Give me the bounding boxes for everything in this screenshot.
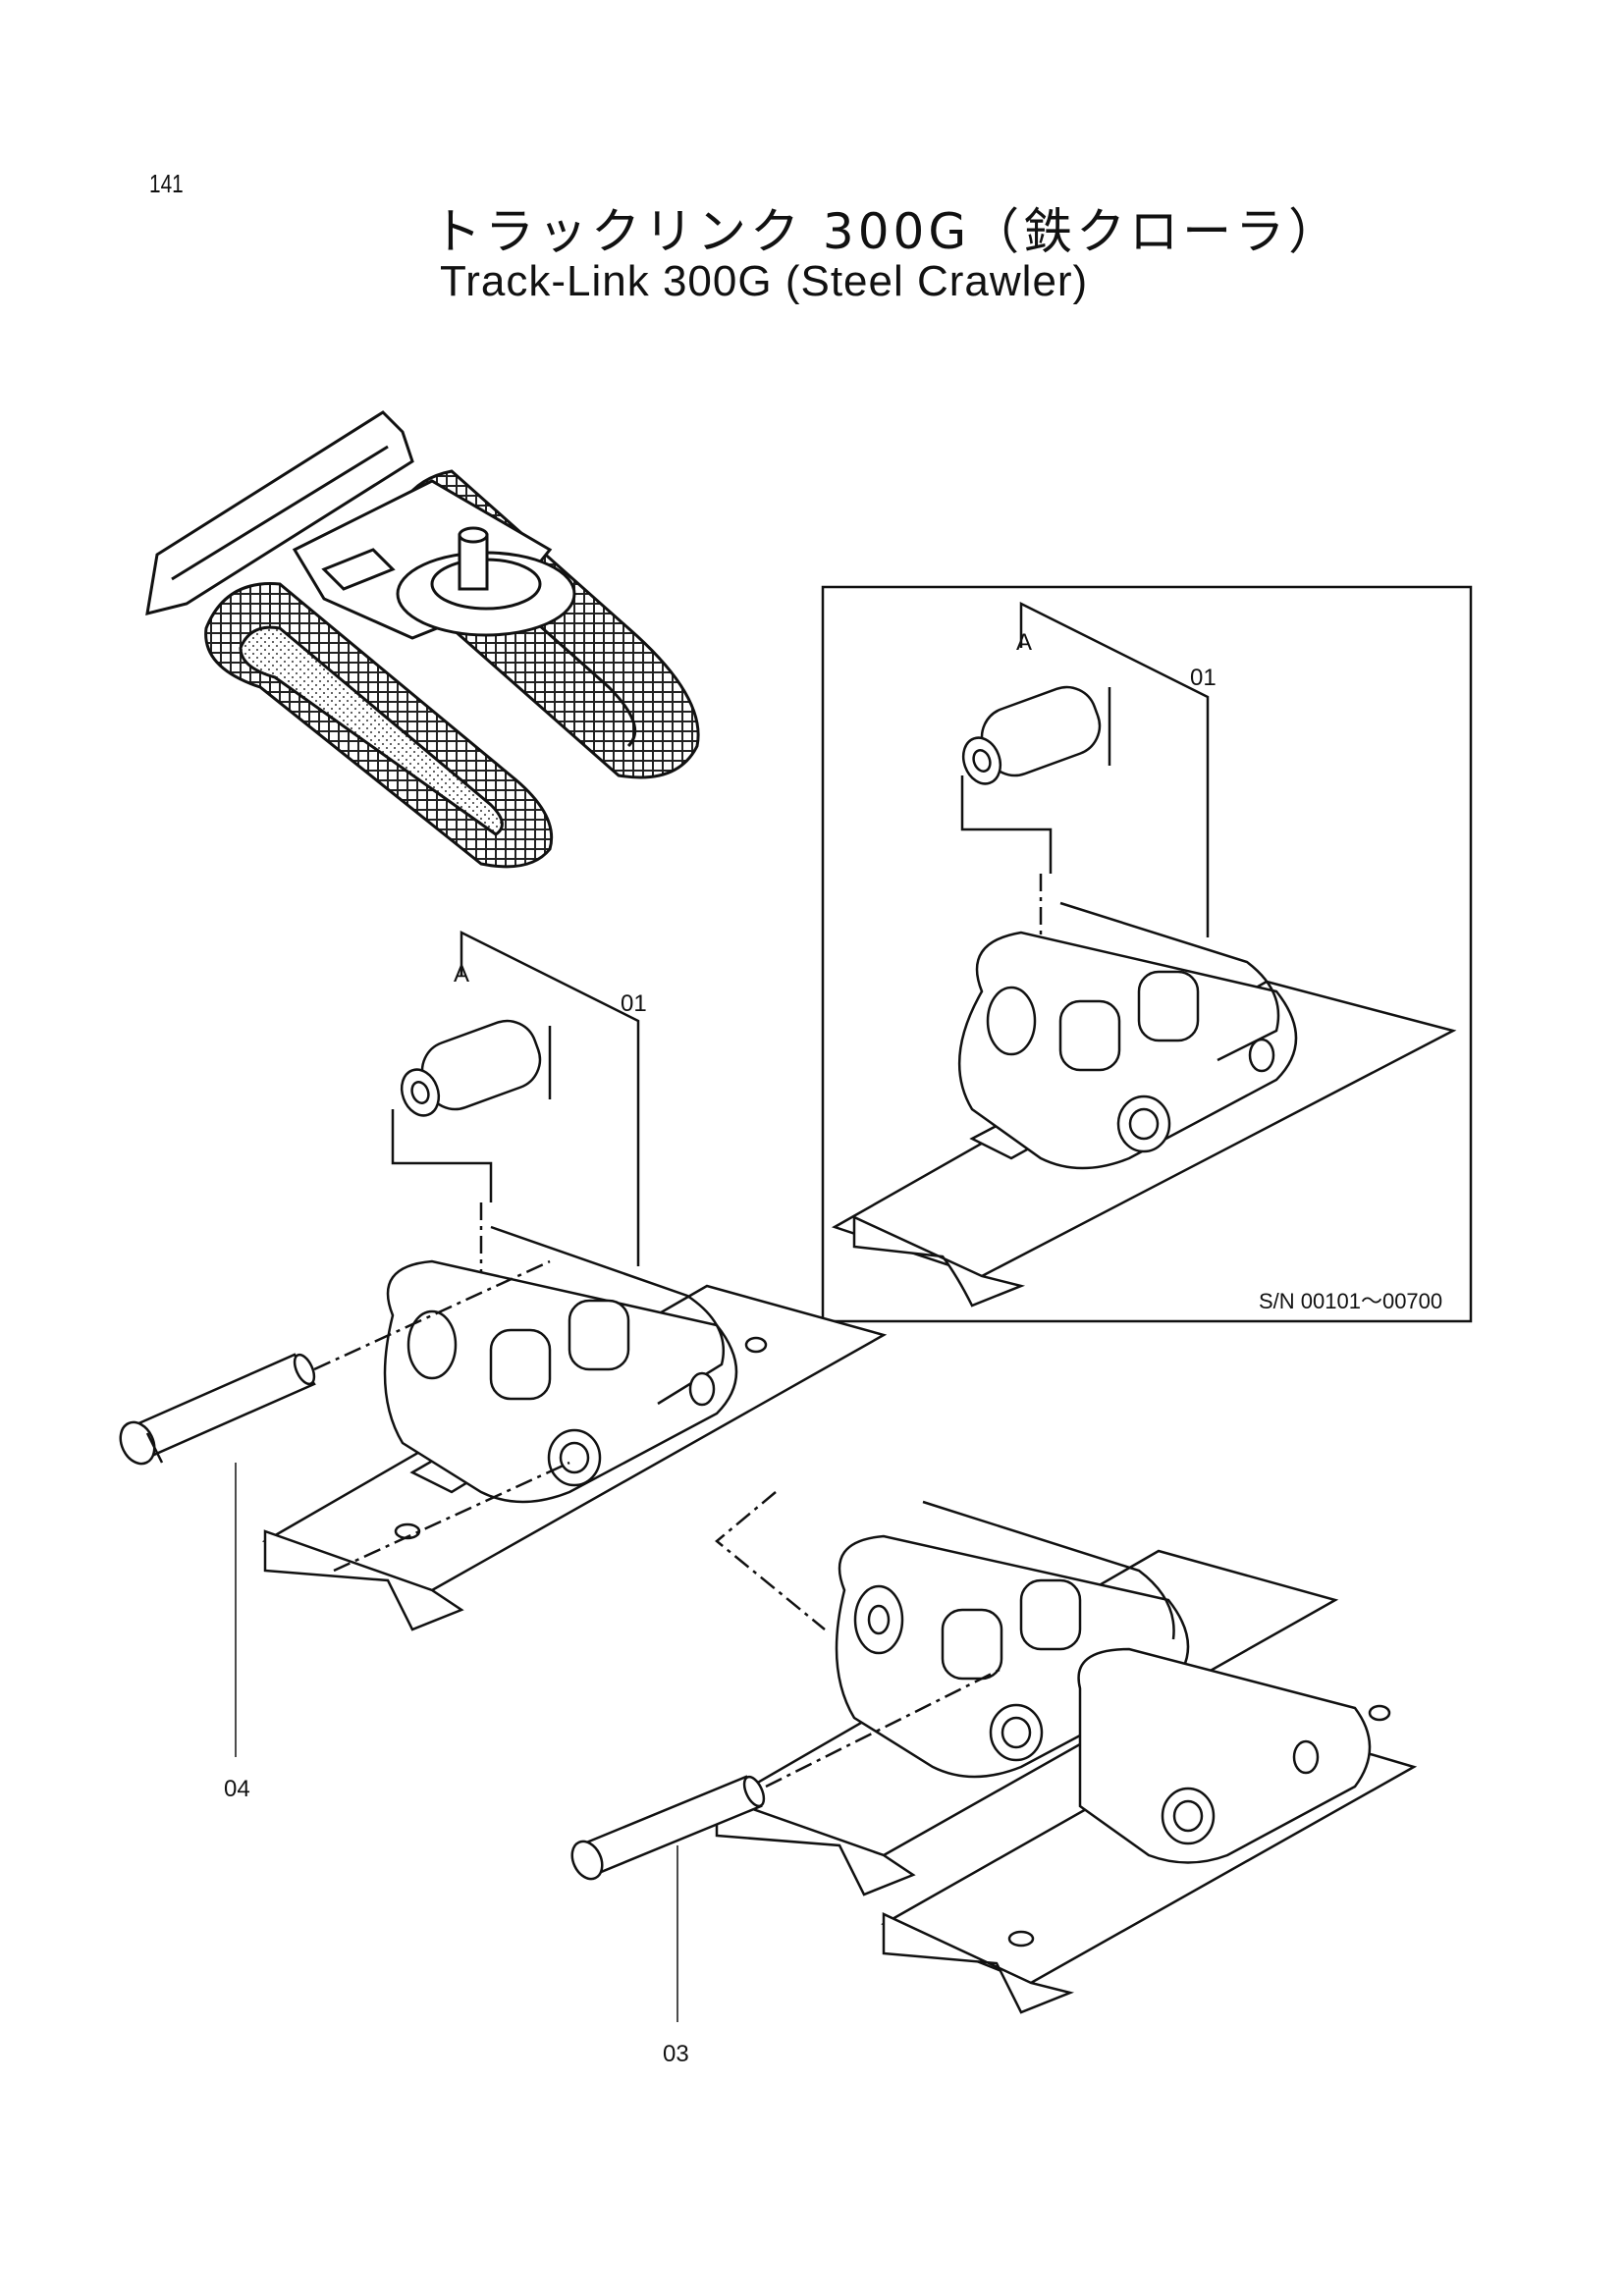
main-part-label-01: 01 (621, 990, 647, 1017)
excavator-undercarriage-illustration (145, 410, 700, 869)
inset-frame (821, 585, 1473, 1323)
inset-part-label-01: 01 (1190, 665, 1217, 691)
main-part-label-04: 04 (224, 1776, 250, 1802)
inset-panel: A 01 S/N 00101～00700 (821, 585, 1473, 1323)
front-crawler-roller-band (239, 625, 504, 836)
main-part-label-03: 03 (663, 2041, 689, 2067)
main-view-label: A (454, 961, 469, 988)
main-exploded-view (119, 930, 1418, 2022)
main-track-link-2 (713, 1500, 1418, 2014)
main-bushing (391, 1019, 552, 1202)
title-english: Track-Link 300G (Steel Crawler) (440, 257, 1089, 305)
pin-04 (119, 1353, 316, 1757)
inset-view-label: A (1016, 629, 1032, 656)
main-track-link-1 (261, 1225, 888, 1631)
pin-03 (570, 1775, 766, 2022)
page-number: 141 (149, 169, 184, 198)
inset-bushing (960, 685, 1111, 874)
inset-track-link (831, 901, 1457, 1308)
inset-serial-range: S/N 00101～00700 (1259, 1289, 1442, 1313)
title-japanese: トラックリンク 300G（鉄クローラ） (432, 203, 1342, 260)
